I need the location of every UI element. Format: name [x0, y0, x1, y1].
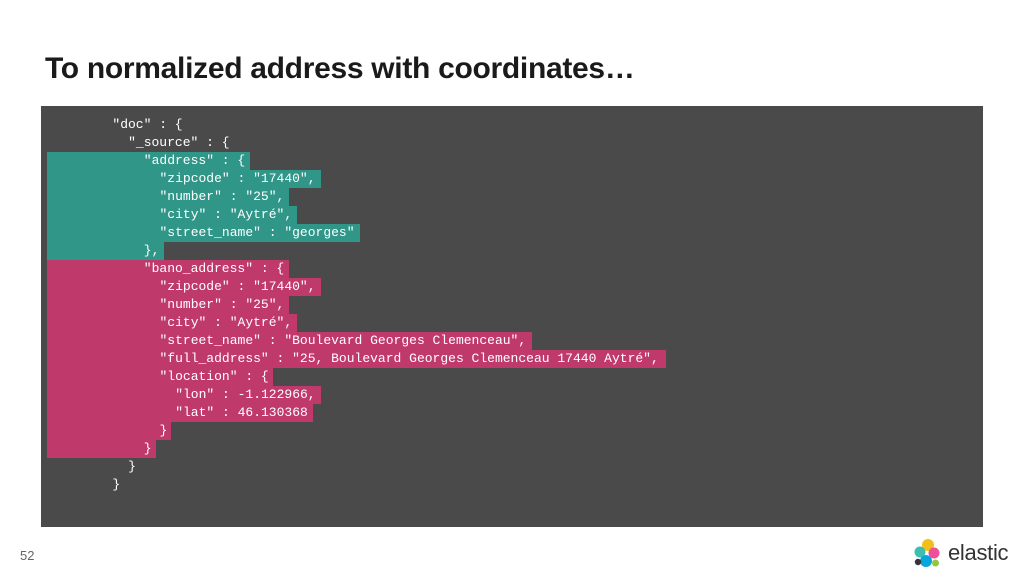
code-line: "address" : { [41, 152, 983, 170]
teal-highlight [47, 242, 164, 260]
code-line: "city" : "Aytré", [41, 206, 983, 224]
code-line: "street_name" : "Boulevard Georges Cleme… [41, 332, 983, 350]
code-text: "full_address" : "25, Boulevard Georges … [159, 351, 659, 366]
code-line: "zipcode" : "17440", [41, 278, 983, 296]
code-text: "lon" : -1.122966, [175, 387, 316, 402]
code-line: "number" : "25", [41, 296, 983, 314]
code-line: "doc" : { [41, 116, 983, 134]
pink-highlight [47, 350, 666, 368]
code-line: "city" : "Aytré", [41, 314, 983, 332]
code-text: "bano_address" : { [143, 261, 285, 276]
pink-highlight [47, 368, 274, 386]
code-text: "zipcode" : "17440", [159, 279, 316, 294]
slide-title: To normalized address with coordinates… [45, 52, 635, 85]
code-text: "street_name" : "georges" [159, 225, 355, 240]
code-text: "number" : "25", [159, 189, 285, 204]
code-text: } [159, 423, 168, 438]
code-line: } [41, 422, 983, 440]
code-line: } [41, 458, 983, 476]
code-line: "lon" : -1.122966, [41, 386, 983, 404]
elastic-logo-icon [914, 539, 940, 567]
code-line: "location" : { [41, 368, 983, 386]
pink-highlight [47, 314, 297, 332]
pink-highlight [47, 296, 290, 314]
code-text: "lat" : 46.130368 [175, 405, 308, 420]
teal-highlight [47, 152, 250, 170]
code-text: "city" : "Aytré", [159, 207, 293, 222]
code-panel: "doc" : { "_source" : { "address" : { "zipc… [41, 106, 983, 527]
code-line: } [41, 476, 983, 494]
teal-highlight [47, 170, 321, 188]
code-text: "number" : "25", [159, 297, 285, 312]
code-line: "full_address" : "25, Boulevard Georges … [41, 350, 983, 368]
teal-highlight [47, 206, 297, 224]
code-text: "city" : "Aytré", [159, 315, 293, 330]
code-line: "zipcode" : "17440", [41, 170, 983, 188]
pink-highlight [47, 440, 156, 458]
pink-highlight [47, 278, 321, 296]
pink-highlight [47, 404, 313, 422]
code-text: "location" : { [159, 369, 269, 384]
code-line: "number" : "25", [41, 188, 983, 206]
logo-text: elastic [948, 540, 1009, 565]
code-text: "street_name" : "Boulevard Georges Cleme… [159, 333, 527, 348]
code-text: "_source" : { [128, 135, 230, 150]
pink-highlight [47, 422, 172, 440]
code-line: "_source" : { [41, 134, 983, 152]
code-text: "zipcode" : "17440", [159, 171, 316, 186]
code-line: } [41, 440, 983, 458]
elastic-logo: elastic [912, 538, 1009, 568]
code-line: }, [41, 242, 983, 260]
code-text: }, [143, 243, 160, 258]
code-line: "lat" : 46.130368 [41, 404, 983, 422]
teal-highlight [47, 224, 360, 242]
pink-highlight [47, 260, 290, 278]
code-line: "bano_address" : { [41, 260, 983, 278]
teal-highlight [47, 188, 290, 206]
code-text: } [128, 459, 136, 474]
page-number: 52 [20, 548, 35, 563]
code-text: } [143, 441, 152, 456]
code-block: "doc" : { "_source" : { "address" : { "zipc… [41, 116, 983, 494]
code-line: "street_name" : "georges" [41, 224, 983, 242]
code-text: } [112, 477, 121, 492]
code-text: "doc" : { [112, 117, 183, 132]
code-text: "address" : { [143, 153, 246, 168]
pink-highlight [47, 386, 321, 404]
pink-highlight [47, 332, 533, 350]
